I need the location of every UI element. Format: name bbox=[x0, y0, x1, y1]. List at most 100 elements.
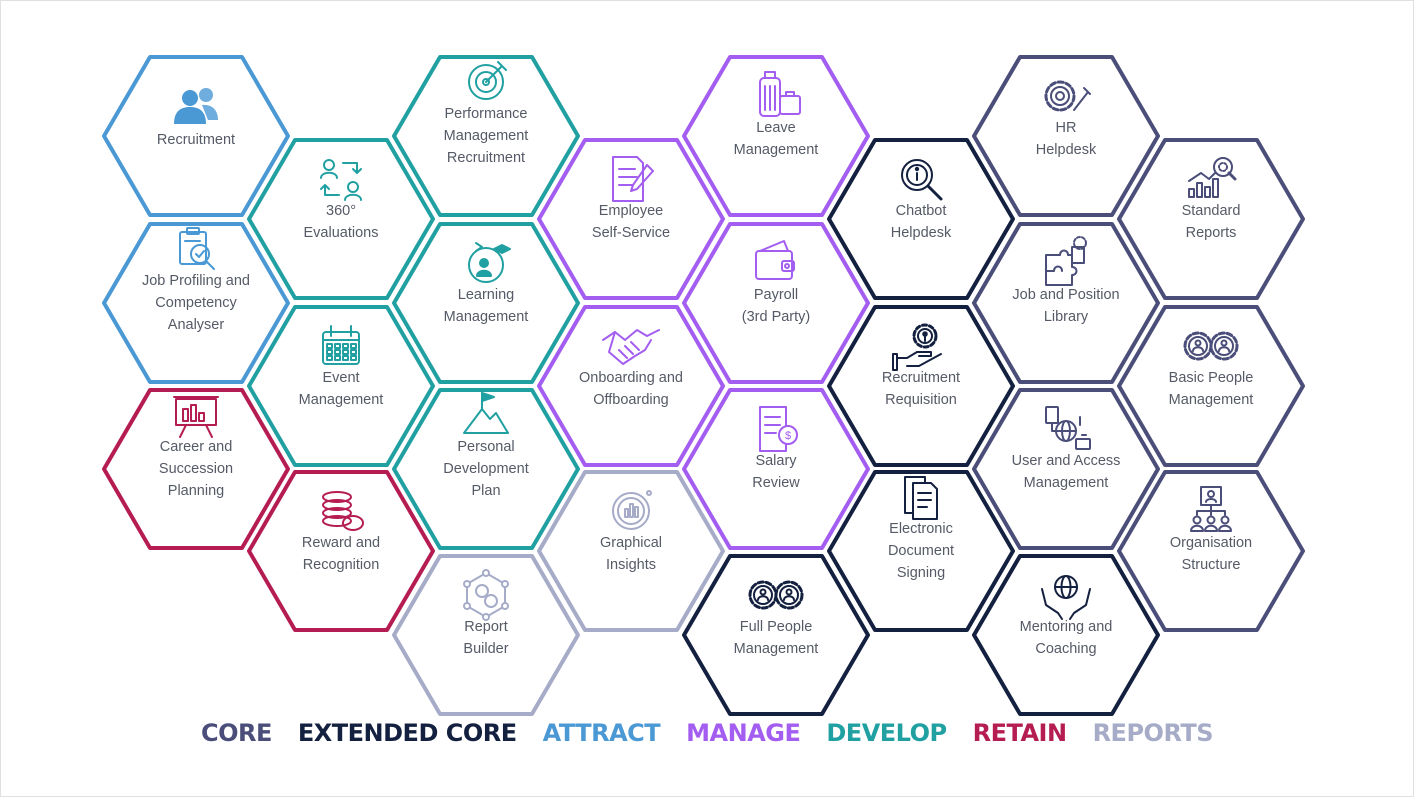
invoice-dollar-icon: $ bbox=[759, 406, 798, 452]
label-line: Salary bbox=[755, 453, 797, 469]
label-line: Management bbox=[1169, 392, 1254, 408]
label-line: Recruitment bbox=[882, 370, 960, 386]
label-line: Management bbox=[1024, 475, 1109, 491]
people-gears-icon bbox=[748, 580, 804, 610]
hexagon-basic-people-management bbox=[1117, 305, 1305, 467]
label-line: Helpdesk bbox=[1036, 142, 1097, 158]
bar-magnifier-icon bbox=[1188, 157, 1237, 198]
hexagon-event-management bbox=[247, 305, 435, 467]
hexagon-electronic-document-signing bbox=[827, 470, 1015, 632]
svg-text:$: $ bbox=[785, 430, 791, 442]
hexagon-standard-reports bbox=[1117, 138, 1305, 300]
label-line: Standard bbox=[1182, 203, 1241, 219]
label-line: Chatbot bbox=[896, 203, 947, 219]
hexagon-hr-helpdesk bbox=[972, 55, 1160, 217]
label-line: Graphical bbox=[600, 535, 662, 551]
hexagon-graphical-insights bbox=[537, 470, 725, 632]
hexagon-organisation-structure bbox=[1117, 470, 1305, 632]
network-gear-icon bbox=[463, 569, 509, 621]
label-line: Evaluations bbox=[304, 225, 379, 241]
label-line: Helpdesk bbox=[891, 225, 952, 241]
label-line: Career and bbox=[160, 439, 233, 455]
label-line: Reward and bbox=[302, 535, 380, 551]
puzzle-gear-icon bbox=[1045, 236, 1087, 286]
label-line: Full People bbox=[740, 619, 813, 635]
label-line: Succession bbox=[159, 461, 233, 477]
label-line: (3rd Party) bbox=[742, 309, 811, 325]
learner-icon bbox=[468, 242, 511, 283]
label-line: Management bbox=[299, 392, 384, 408]
people-gears-icon bbox=[1183, 331, 1239, 361]
label-line: Job Profiling and bbox=[142, 273, 250, 289]
label-line: Performance bbox=[444, 106, 527, 122]
info-magnifier-icon bbox=[901, 159, 943, 201]
hexagon-salary-review bbox=[682, 388, 870, 550]
label-line: Development bbox=[443, 461, 528, 477]
hexagon-chatbot-helpdesk bbox=[827, 138, 1015, 300]
label-line: Organisation bbox=[1170, 535, 1252, 551]
legend-develop: DEVELOP bbox=[826, 719, 947, 747]
label-line: Management bbox=[444, 128, 529, 144]
label-line: Electronic bbox=[889, 521, 953, 537]
label-line: Event bbox=[322, 370, 359, 386]
users-icon bbox=[174, 88, 218, 124]
label-line: Requisition bbox=[885, 392, 957, 408]
hexagon-job-profiling bbox=[102, 222, 290, 384]
module-label: 360° Evaluations bbox=[304, 203, 379, 241]
hexagon-employee-self-service bbox=[537, 138, 725, 300]
target-icon bbox=[468, 61, 507, 100]
hexagon-user-access-management bbox=[972, 388, 1160, 550]
hexagon-report-builder bbox=[392, 554, 580, 716]
legend-attract: ATTRACT bbox=[542, 719, 661, 747]
label-line: Recruitment bbox=[447, 150, 525, 166]
label-line: Personal bbox=[457, 439, 514, 455]
label-line: Builder bbox=[463, 641, 508, 657]
presentation-chart-icon bbox=[173, 396, 219, 438]
label-line: Recognition bbox=[303, 557, 380, 573]
label-line: Leave bbox=[756, 120, 796, 136]
label-line: Management bbox=[734, 641, 819, 657]
label-line: Review bbox=[752, 475, 800, 491]
label-line: Payroll bbox=[754, 287, 798, 303]
legend-core: CORE bbox=[200, 719, 272, 747]
documents-icon bbox=[904, 476, 938, 520]
legend-extended-core: EXTENDED CORE bbox=[297, 719, 517, 747]
legend-manage: MANAGE bbox=[686, 719, 801, 747]
label-line: Job and Position bbox=[1012, 287, 1119, 303]
coins-icon bbox=[322, 491, 364, 531]
legend-retain: RETAIN bbox=[972, 719, 1067, 747]
label-line: Reports bbox=[1186, 225, 1237, 241]
label-line: Management bbox=[734, 142, 819, 158]
label-line: 360° bbox=[326, 203, 356, 219]
label-line: Recruitment bbox=[157, 132, 235, 148]
wallet-icon bbox=[755, 240, 795, 280]
